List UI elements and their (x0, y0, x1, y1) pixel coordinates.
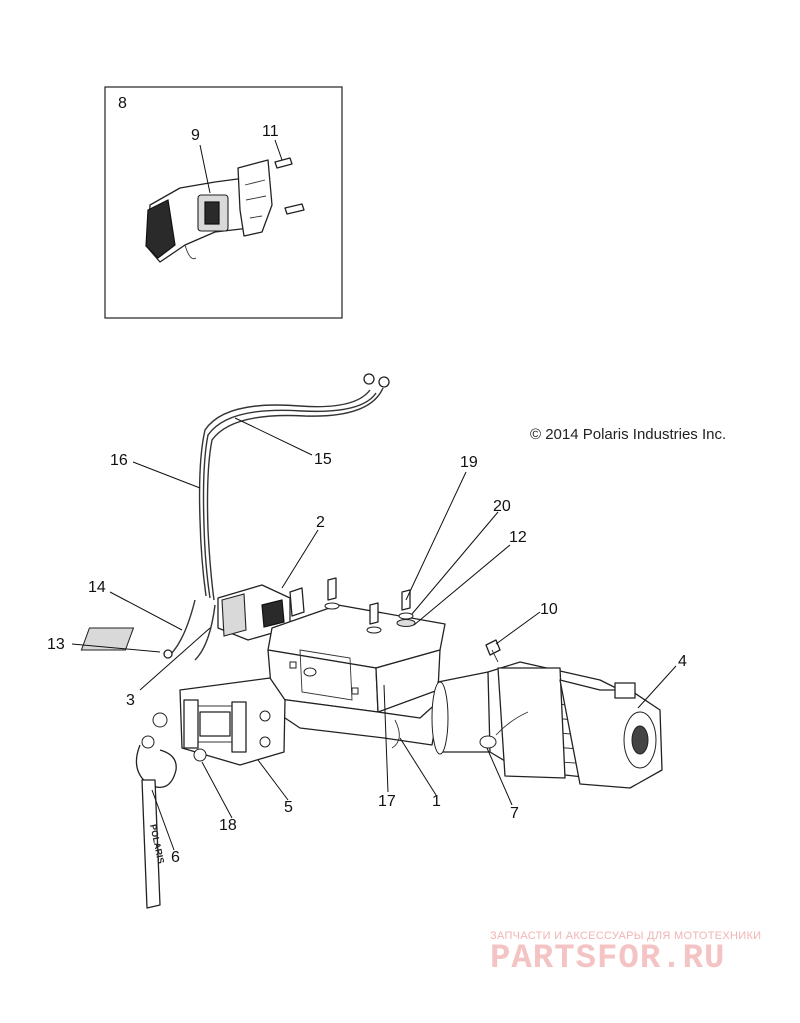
contactor-solenoid (217, 584, 305, 641)
callout-8: 8 (118, 95, 127, 112)
leader-lines (71, 139, 677, 851)
wire-harness (163, 373, 390, 661)
copyright-text: © 2014 Polaris Industries Inc. (530, 426, 727, 443)
watermark-subtitle: ЗАПЧАСТИ И АКСЕССУАРЫ ДЛЯ МОТОТЕХНИКИ (490, 930, 762, 942)
callout-11: 11 (262, 123, 279, 140)
nut-18 (193, 748, 207, 762)
winch-assembly (431, 661, 663, 789)
callout-3: 3 (126, 692, 135, 709)
callout-18: 18 (219, 817, 237, 834)
winch-hook-strap (135, 735, 177, 909)
handlebar-switch-assembly (145, 157, 305, 263)
callout-16: 16 (110, 452, 128, 469)
watermark-logo: PARTSFOR.RU (490, 940, 726, 978)
screw-11b (284, 203, 305, 215)
callout-labels: 8 9 11 16 15 2 19 20 12 14 13 3 10 4 17 … (47, 95, 687, 866)
winch-cable-end (479, 735, 497, 749)
callout-14: 14 (88, 579, 106, 596)
callout-1: 1 (432, 793, 441, 810)
screw-11a (274, 157, 293, 169)
callout-10: 10 (540, 601, 558, 618)
mounting-bolts (324, 577, 501, 663)
callout-5: 5 (284, 799, 293, 816)
roller-fairlead (152, 677, 286, 766)
inset-box (104, 86, 343, 319)
callout-12: 12 (509, 529, 527, 546)
callout-2: 2 (316, 514, 325, 531)
winch-mount-bracket (80, 604, 446, 749)
callout-15: 15 (314, 451, 332, 468)
callout-4: 4 (678, 653, 687, 670)
callout-7: 7 (510, 805, 519, 822)
callout-19: 19 (460, 454, 478, 471)
callout-20: 20 (493, 498, 511, 515)
callout-9: 9 (191, 127, 200, 144)
callout-6: 6 (171, 849, 180, 866)
callout-13: 13 (47, 636, 65, 653)
callout-17: 17 (378, 793, 396, 810)
